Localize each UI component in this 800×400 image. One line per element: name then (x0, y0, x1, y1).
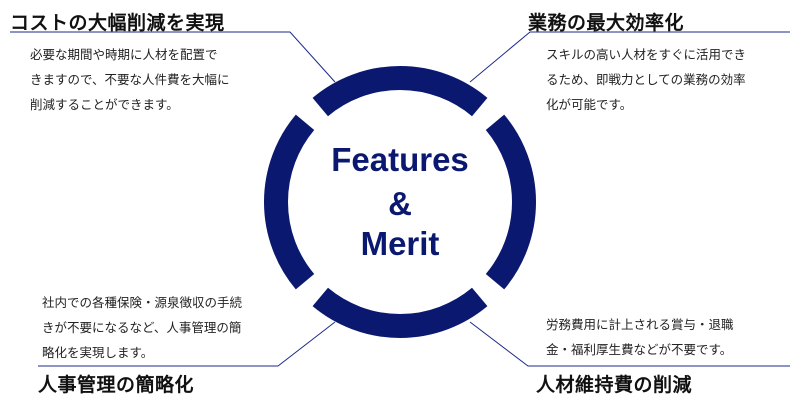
feature-title-cost-reduction: コストの大幅削減を実現 (10, 12, 225, 34)
ring-segment-top (312, 66, 488, 117)
connector-bottom-left (38, 321, 336, 367)
center-label-merit: Merit (360, 225, 440, 262)
feature-title-efficiency: 業務の最大効率化 (528, 12, 685, 34)
feature-desc-hr-simplification: 社内での各種保険・源泉徴収の手続 きが不要になるなど、人事管理の簡 略化を実現し… (42, 290, 242, 365)
desc-line: るため、即戦力としての業務の効率 (546, 72, 746, 87)
desc-line: 社内での各種保険・源泉徴収の手続 (42, 295, 243, 310)
feature-title-hr-simplification: 人事管理の簡略化 (38, 374, 195, 396)
desc-line: 化が可能です。 (546, 97, 633, 112)
desc-line: 労務費用に計上される賞与・退職 (546, 317, 734, 332)
desc-line: 略化を実現します。 (42, 345, 154, 360)
feature-desc-cost-reduction: 必要な期間や時期に人材を配置で きますので、不要な人件費を大幅に 削減することが… (30, 42, 230, 117)
connector-bottom-right (469, 321, 790, 367)
ring-segment-bottom (312, 287, 488, 338)
feature-title-retention-cost: 人材維持費の削減 (536, 374, 693, 396)
center-label-ampersand: & (388, 185, 412, 222)
connector-top-right (469, 31, 790, 83)
desc-line: スキルの高い人材をすぐに活用でき (546, 47, 747, 62)
ring-segment-right (485, 114, 536, 290)
desc-line: 金・福利厚生費などが不要です。 (546, 342, 733, 357)
ring (264, 66, 536, 338)
center-label-features: Features (331, 141, 469, 178)
ring-segment-left (264, 114, 315, 290)
connector-top-left (10, 31, 336, 83)
connectors (10, 31, 790, 367)
desc-line: 必要な期間や時期に人材を配置で (30, 47, 218, 62)
feature-desc-retention-cost: 労務費用に計上される賞与・退職 金・福利厚生費などが不要です。 (546, 312, 734, 362)
desc-line: 削減することができます。 (30, 97, 179, 112)
feature-desc-efficiency: スキルの高い人材をすぐに活用でき るため、即戦力としての業務の効率 化が可能です… (546, 42, 746, 117)
desc-line: きが不要になるなど、人事管理の簡 (42, 320, 242, 335)
desc-line: きますので、不要な人件費を大幅に (30, 72, 230, 87)
